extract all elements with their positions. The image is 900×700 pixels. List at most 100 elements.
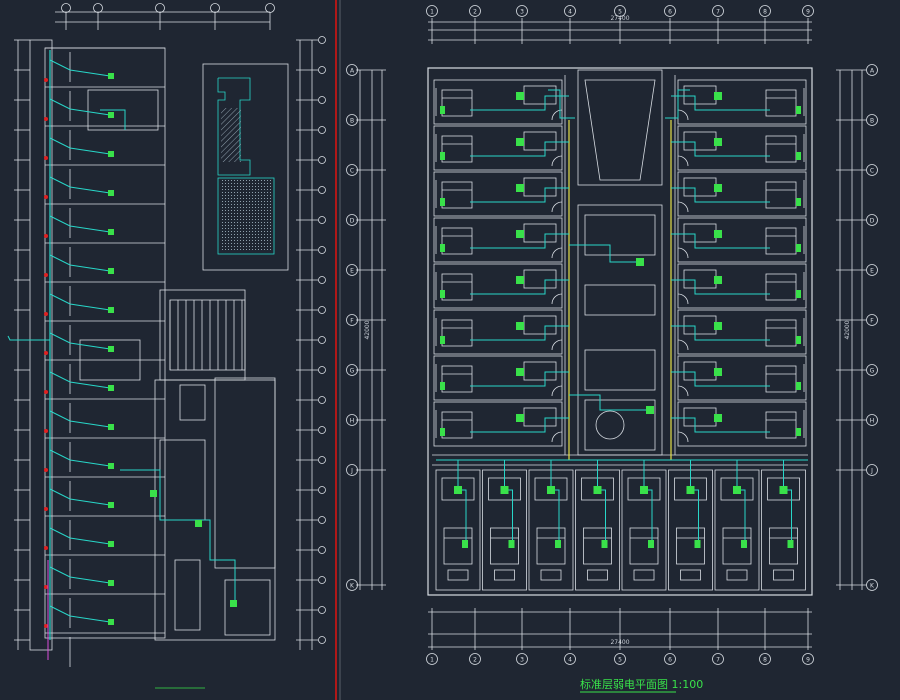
- left-side-grid-bubble: [318, 276, 326, 284]
- left-room-feed: [49, 215, 111, 233]
- left-side-grid-bubble-label: G: [350, 368, 355, 375]
- room-feed-west: [470, 95, 569, 111]
- outlet-device-east: [714, 322, 722, 330]
- left-room-feed: [49, 59, 111, 77]
- top-grid-bubble-label: 4: [568, 9, 572, 16]
- bed: [441, 181, 473, 209]
- right-side-grid-bubble-label: D: [870, 218, 875, 225]
- tv-device-west: [440, 198, 445, 206]
- room-feed-west: [470, 417, 569, 433]
- tv-device-south: [508, 540, 515, 548]
- guest-room: [433, 309, 563, 355]
- left-stair-outline: [169, 299, 246, 371]
- left-side-grid-bubble-label: B: [350, 118, 354, 125]
- tv-device-west: [440, 336, 445, 344]
- left-corridor: [29, 39, 53, 651]
- outlet-device-west: [516, 368, 524, 376]
- left-room-feed: [49, 527, 111, 545]
- left-junction-point: [44, 195, 48, 199]
- left-side-grid-bubble: [318, 96, 326, 104]
- left-stair-lower: [174, 559, 201, 631]
- door-swing: [551, 339, 563, 351]
- bed: [441, 319, 473, 347]
- south-desk: [447, 569, 469, 581]
- left-side-dimension-lines: [359, 70, 383, 590]
- guest-room: [677, 217, 807, 263]
- tv-device-west: [440, 428, 445, 436]
- bottom-grid-bubble-label: 8: [763, 657, 767, 664]
- left-room-partitions: [45, 47, 165, 667]
- outlet-device-south: [686, 486, 695, 494]
- bed: [765, 411, 797, 439]
- door-swing: [551, 431, 563, 443]
- right-side-grid-bubble-label: F: [870, 318, 874, 325]
- left-side-grid-bubble: [318, 216, 326, 224]
- left-side-grid-bubble: [318, 186, 326, 194]
- bottom-grid-bubble: [664, 653, 676, 665]
- left-junction-point: [44, 507, 48, 511]
- top-grid-bubble-label: 6: [668, 9, 672, 16]
- left-room-feed: [49, 488, 111, 506]
- left-junction-point: [44, 468, 48, 472]
- south-bed: [443, 527, 473, 565]
- bed: [765, 135, 797, 163]
- left-side-grid-bubble: [318, 456, 326, 464]
- left-room-device: [108, 229, 114, 235]
- bed: [765, 181, 797, 209]
- tv-device-east: [796, 152, 801, 160]
- left-room-device: [108, 463, 114, 469]
- bed: [765, 365, 797, 393]
- key-plan-dot-fill: [221, 180, 273, 252]
- elevator-bank: [584, 284, 656, 316]
- door-swing: [551, 155, 563, 167]
- left-side-grid-bubble: [318, 66, 326, 74]
- tv-device-east: [796, 244, 801, 252]
- left-junction-point: [44, 429, 48, 433]
- overall-dimension-top: 27400: [610, 15, 629, 22]
- room-feed-west: [470, 371, 569, 387]
- guest-room: [677, 355, 807, 401]
- left-side-grid-bubble: [318, 396, 326, 404]
- bottom-grid-bubble: [564, 653, 576, 665]
- atrium-feed: [548, 89, 575, 119]
- left-side-grid-bubble-label: J: [350, 468, 353, 475]
- tv-device-east: [796, 428, 801, 436]
- outlet-device-south: [779, 486, 788, 494]
- left-side-grid-bubble: [318, 156, 326, 164]
- left-side-grid-bubble-label: A: [350, 68, 355, 75]
- overall-dimension-side: 42000: [364, 320, 371, 339]
- bed: [765, 319, 797, 347]
- tv-device-west: [440, 152, 445, 160]
- top-grid-bubble-label: 7: [716, 9, 720, 16]
- top-grid-bubble: [564, 5, 576, 17]
- left-junction-point: [44, 234, 48, 238]
- room-feed-east: [671, 279, 770, 295]
- door-swing: [677, 293, 689, 305]
- stair-2-curve: [595, 410, 625, 440]
- plan-title: 标准层弱电平面图 1:100: [580, 677, 703, 691]
- room-feed-west: [470, 279, 569, 295]
- bottom-grid-bubble-label: 3: [520, 657, 524, 664]
- room-feed-west: [470, 233, 569, 249]
- left-side-grid-bubble: [318, 336, 326, 344]
- left-junction-point: [44, 585, 48, 589]
- left-room-feed: [49, 566, 111, 584]
- left-core-middle: [79, 339, 141, 381]
- left-room-feed: [49, 254, 111, 272]
- outlet-device-south: [593, 486, 602, 494]
- outlet-device-west: [516, 276, 524, 284]
- left-room-feed: [49, 371, 111, 389]
- bed: [765, 273, 797, 301]
- room-feed-east: [671, 233, 770, 249]
- left-side-grid-bubble: [318, 606, 326, 614]
- south-bed: [629, 527, 659, 565]
- left-room-device: [108, 619, 114, 625]
- bed: [441, 411, 473, 439]
- left-side-grid-bubble: [318, 516, 326, 524]
- door-swing: [551, 247, 563, 259]
- door-swing: [677, 431, 689, 443]
- left-junction-point: [44, 117, 48, 121]
- room-feed-west: [470, 141, 569, 157]
- building-outline: [427, 67, 813, 596]
